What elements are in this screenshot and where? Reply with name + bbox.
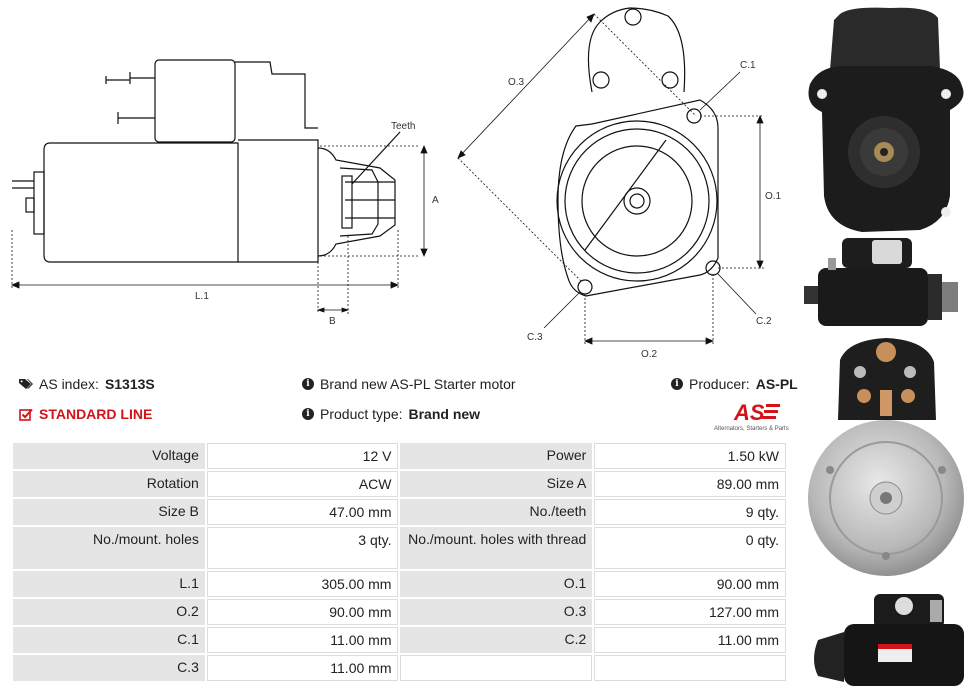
- check-square-icon: [19, 408, 33, 421]
- spec-label: Voltage: [13, 443, 205, 469]
- spec-value: 305.00 mm: [206, 571, 399, 597]
- as-index: AS index: S1313S: [19, 376, 155, 392]
- table-row: Size B 47.00 mm No./teeth 9 qty.: [13, 499, 786, 525]
- product-photos: [804, 7, 964, 686]
- spec-value: 47.00 mm: [206, 499, 399, 525]
- table-row: No./mount. holes 3 qty. No./mount. holes…: [13, 527, 786, 569]
- spec-label: C.3: [13, 655, 205, 681]
- label-o2: O.2: [641, 349, 658, 360]
- producer-label: Producer:: [689, 376, 750, 392]
- spec-label: O.2: [13, 599, 205, 625]
- product-photo-angled[interactable]: [814, 594, 964, 686]
- technical-drawing: Teeth A L.1 B: [10, 7, 782, 360]
- spec-value: 90.00 mm: [206, 599, 399, 625]
- side-dimension-arrows: [10, 144, 428, 313]
- spec-label: C.1: [13, 627, 205, 653]
- spec-empty-cell: [594, 655, 786, 681]
- spec-value: ACW: [206, 471, 399, 497]
- spec-value: 11.00 mm: [594, 627, 786, 653]
- spec-label: Size A: [400, 471, 593, 497]
- table-row: L.1 305.00 mm O.1 90.00 mm: [13, 571, 786, 597]
- spec-value: 12 V: [206, 443, 399, 469]
- spec-label: L.1: [13, 571, 205, 597]
- table-row: Voltage 12 V Power 1.50 kW: [13, 443, 786, 469]
- producer-value: AS-PL: [755, 376, 798, 392]
- table-row: Rotation ACW Size A 89.00 mm: [13, 471, 786, 497]
- label-l1: L.1: [195, 291, 209, 302]
- front-view: [556, 7, 721, 297]
- spec-value: 0 qty.: [594, 527, 786, 569]
- product-photo-rear-terminals[interactable]: [808, 338, 964, 576]
- label-a: A: [432, 195, 439, 206]
- product-photo-side[interactable]: [804, 238, 958, 326]
- spec-value: 11.00 mm: [206, 627, 399, 653]
- as-pl-logo[interactable]: AS Alternators, Starters & Parts: [712, 398, 794, 434]
- spec-value: 9 qty.: [594, 499, 786, 525]
- description-text: Brand new AS-PL Starter motor: [320, 376, 516, 392]
- logo-brand: AS: [733, 400, 765, 425]
- side-view: [12, 59, 401, 263]
- spec-label: Rotation: [13, 471, 205, 497]
- standard-line-label: STANDARD LINE: [39, 406, 153, 422]
- spec-label: No./mount. holes: [13, 527, 205, 569]
- label-c3: C.3: [527, 332, 543, 343]
- product-type: i Product type: Brand new: [302, 406, 480, 422]
- label-c1: C.1: [740, 60, 756, 71]
- specifications-table: Voltage 12 V Power 1.50 kW Rotation ACW …: [11, 441, 788, 683]
- as-index-value: S1313S: [104, 376, 155, 392]
- table-row: C.1 11.00 mm C.2 11.00 mm: [13, 627, 786, 653]
- info-icon: i: [302, 408, 314, 420]
- spec-label: No./teeth: [400, 499, 593, 525]
- producer: i Producer: AS-PL: [671, 376, 798, 392]
- spec-label: O.3: [400, 599, 593, 625]
- front-dimensions: [457, 13, 764, 346]
- spec-label: C.2: [400, 627, 593, 653]
- label-c2: C.2: [756, 316, 772, 327]
- spec-label: Size B: [13, 499, 205, 525]
- product-photo-front[interactable]: [808, 7, 964, 232]
- label-teeth: Teeth: [391, 121, 415, 132]
- spec-label: O.1: [400, 571, 593, 597]
- label-o3: O.3: [508, 77, 525, 88]
- tags-icon: [19, 379, 33, 389]
- spec-value: 11.00 mm: [206, 655, 399, 681]
- label-o1: O.1: [765, 191, 782, 202]
- spec-empty-cell: [400, 655, 593, 681]
- standard-line[interactable]: STANDARD LINE: [19, 406, 152, 422]
- table-row: C.3 11.00 mm: [13, 655, 786, 681]
- info-icon: i: [671, 378, 683, 390]
- product-type-value: Brand new: [408, 406, 481, 422]
- label-b: B: [329, 316, 336, 327]
- spec-value: 89.00 mm: [594, 471, 786, 497]
- as-index-label: AS index:: [39, 376, 99, 392]
- logo-tagline: Alternators, Starters & Parts: [714, 426, 789, 432]
- spec-value: 3 qty.: [206, 527, 399, 569]
- spec-value: 127.00 mm: [594, 599, 786, 625]
- spec-value: 1.50 kW: [594, 443, 786, 469]
- front-dimension-arrows: [457, 13, 764, 345]
- info-icon: i: [302, 378, 314, 390]
- side-dimensions: [11, 145, 420, 314]
- table-row: O.2 90.00 mm O.3 127.00 mm: [13, 599, 786, 625]
- product-type-label: Product type:: [320, 406, 403, 422]
- spec-label: Power: [400, 443, 593, 469]
- product-description: i Brand new AS-PL Starter motor: [302, 376, 516, 392]
- spec-label: No./mount. holes with thread: [400, 527, 593, 569]
- spec-value: 90.00 mm: [594, 571, 786, 597]
